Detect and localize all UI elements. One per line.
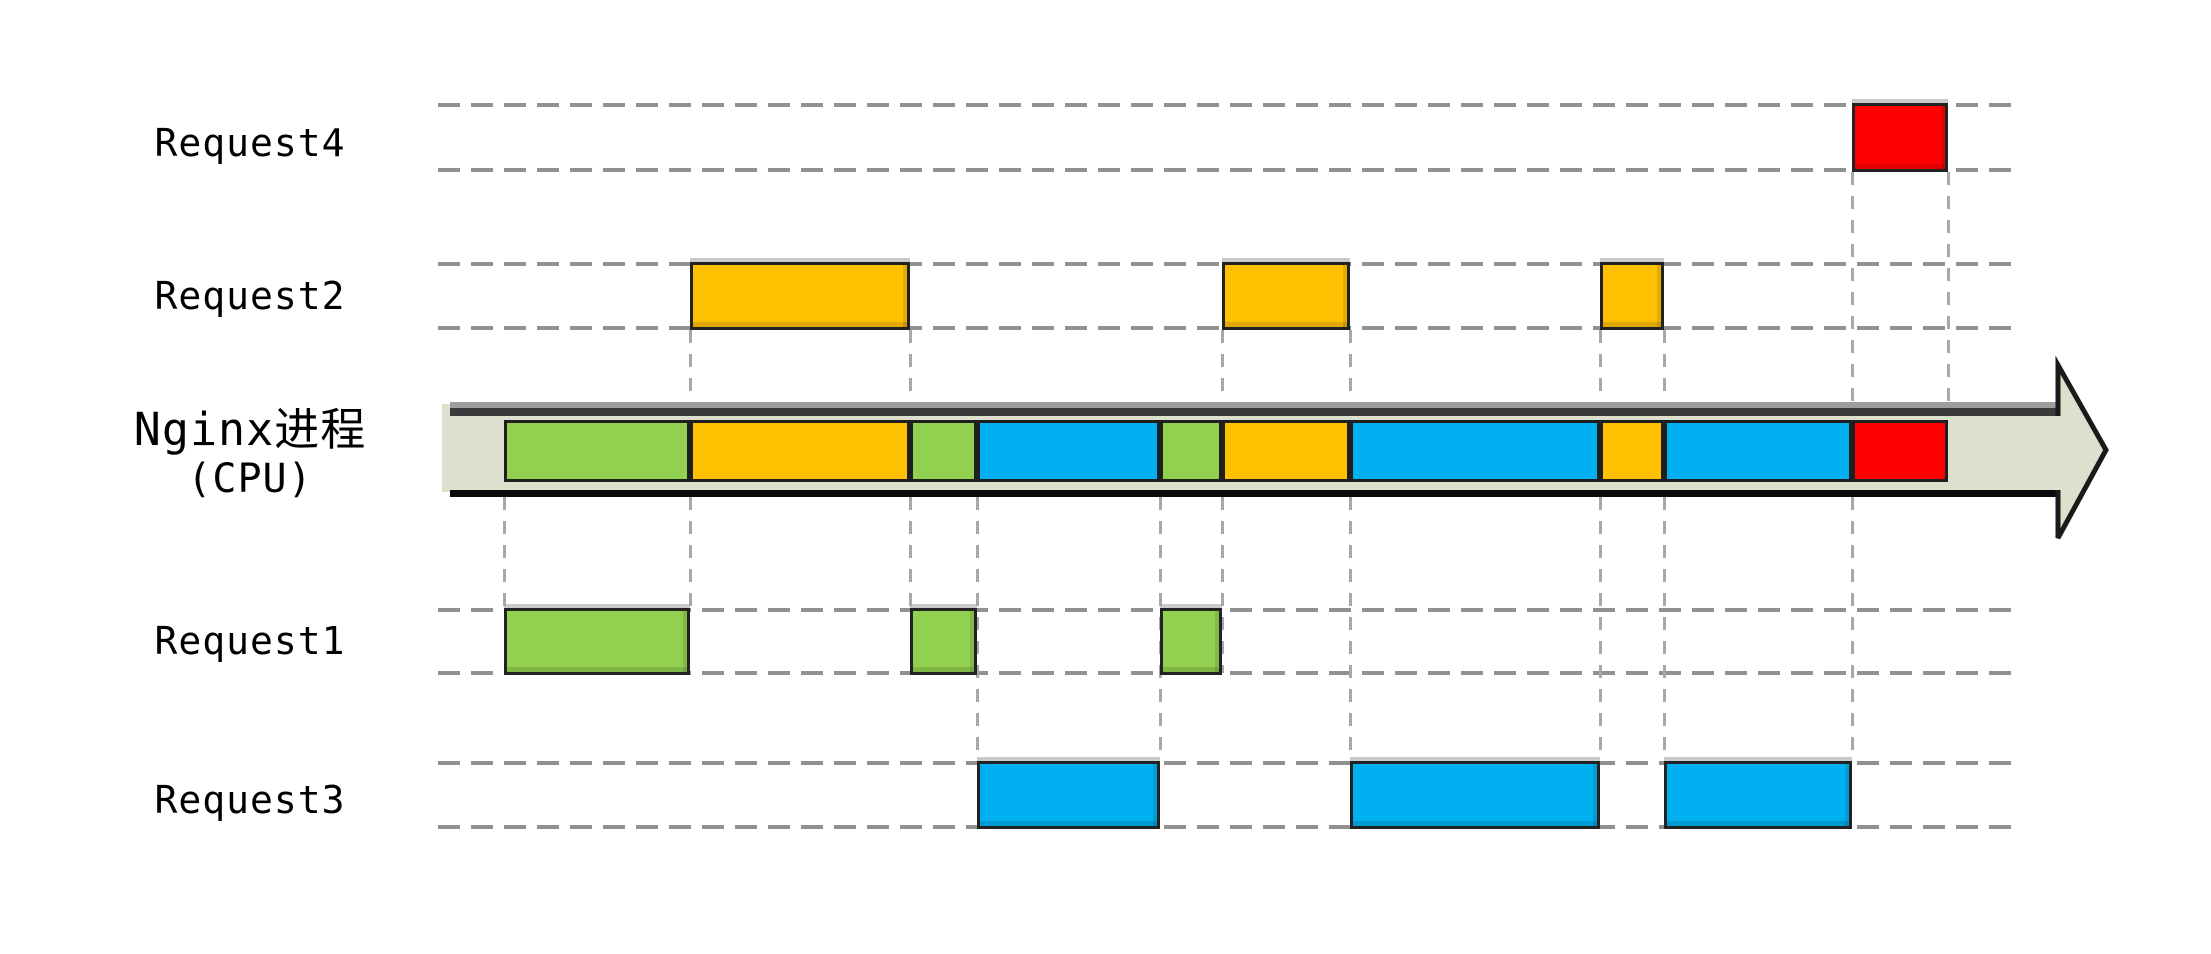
lane-label-nginx-cpu: Nginx进程 (CPU)	[30, 403, 470, 503]
gridline-x1852	[1851, 497, 1854, 761]
arrow-head-fill	[2058, 365, 2106, 538]
gridline-x1222	[1221, 497, 1224, 673]
arrow-head-outline	[2055, 355, 2109, 540]
nginx-process-label: Nginx进程	[133, 402, 367, 456]
row-line-request1-top	[438, 608, 2012, 612]
cpu-segment-request2	[1222, 420, 1350, 482]
gridline-x1600	[1599, 497, 1602, 761]
gridline-x977	[976, 497, 979, 761]
cpu-band-top-highlight	[450, 402, 2058, 408]
gridline-x1852	[1851, 172, 1854, 404]
gridline-x1664	[1663, 497, 1666, 761]
cpu-segment-request2	[1600, 420, 1664, 482]
gridline-x1350	[1349, 330, 1352, 404]
cpu-segment-request3	[1350, 420, 1600, 482]
block-request2	[1600, 262, 1664, 330]
cpu-segment-request3	[1664, 420, 1852, 482]
gridline-x910	[909, 330, 912, 404]
cpu-band-bottom-edge	[450, 490, 2058, 497]
cpu-segment-request3	[977, 420, 1160, 482]
block-request2	[690, 262, 910, 330]
gridline-x910	[909, 497, 912, 608]
row-line-request1-bottom	[438, 671, 2012, 675]
gridline-x690	[689, 497, 692, 608]
lane-label-request3: Request3	[154, 778, 346, 822]
row-line-request4-top	[438, 103, 2012, 107]
row-line-request3-top	[438, 761, 2012, 765]
cpu-segment-request1	[504, 420, 690, 482]
lane-label-request1: Request1	[154, 619, 346, 663]
cpu-label: (CPU)	[187, 455, 313, 502]
gridline-x1350	[1349, 497, 1352, 761]
gridline-x1948	[1947, 172, 1950, 404]
block-request2	[1222, 262, 1350, 330]
block-request1	[1160, 608, 1222, 675]
gridline-x1222	[1221, 330, 1224, 404]
lane-label-request4: Request4	[154, 121, 346, 165]
gridline-x1664	[1663, 330, 1666, 404]
block-request3	[977, 761, 1160, 829]
row-line-request3-bottom	[438, 825, 2012, 829]
block-request4	[1852, 103, 1948, 172]
gridline-x1600	[1599, 330, 1602, 404]
block-request3	[1664, 761, 1852, 829]
row-line-request4-bottom	[438, 168, 2012, 172]
gridline-x690	[689, 330, 692, 404]
cpu-segment-request2	[690, 420, 910, 482]
cpu-segment-request1	[1160, 420, 1222, 482]
block-request3	[1350, 761, 1600, 829]
cpu-band-top-edge	[450, 408, 2058, 416]
cpu-segment-request1	[910, 420, 977, 482]
block-request1	[504, 608, 690, 675]
block-request1	[910, 608, 977, 675]
gridline-x504	[503, 497, 506, 608]
cpu-segment-request4	[1852, 420, 1948, 482]
lane-label-request2: Request2	[154, 274, 346, 318]
